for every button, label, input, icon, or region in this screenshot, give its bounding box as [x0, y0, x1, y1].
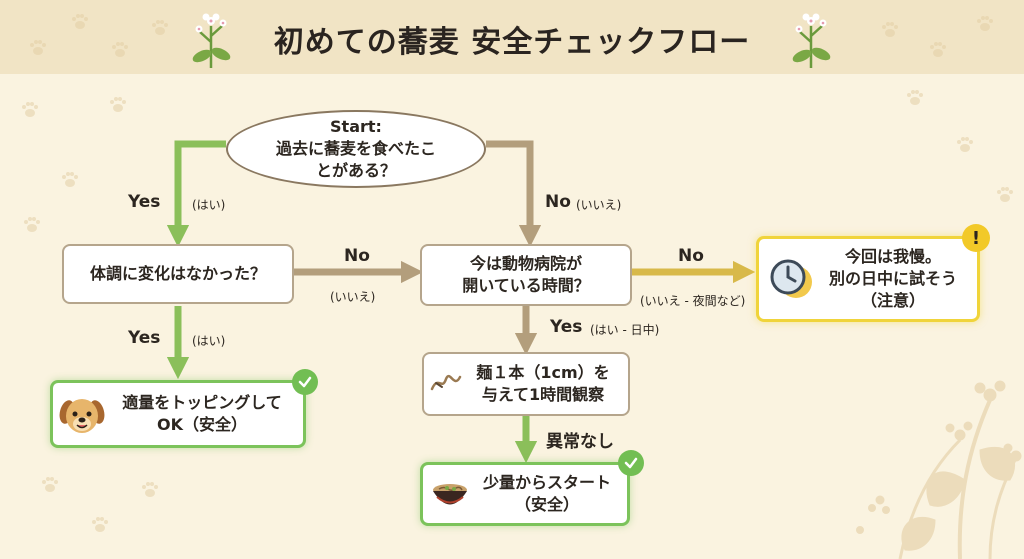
start-small-result-text: 少量からスタート [482, 473, 611, 492]
paw-print-icon [92, 517, 108, 532]
paw-print-icon [72, 14, 88, 29]
paw-print-icon [42, 477, 58, 492]
buckwheat-sprig-icon [792, 13, 831, 68]
no-sublabel: (いいえ) [576, 198, 622, 212]
test-node: 麺１本（1cm）を 与えて1時間観察 [422, 352, 630, 416]
paw-print-icon [957, 137, 973, 152]
paw-print-icon [112, 42, 128, 57]
dog-face-icon [59, 399, 105, 433]
paw-print-icon [22, 102, 38, 117]
topping-result-text: 適量をトッピングして [122, 393, 282, 412]
yes-connector [166, 140, 226, 248]
paw-print-icon [907, 90, 923, 105]
noodle-strand-icon [430, 374, 462, 391]
start-node-label: Start: [330, 117, 382, 136]
start-small-result-text: （安全） [514, 495, 579, 514]
soba-bowl-icon [433, 484, 467, 505]
paw-print-icon [62, 172, 78, 187]
condition-node: 体調に変化はなかった？ [62, 244, 294, 304]
yes-sublabel: (はい) [192, 334, 226, 348]
wait-node-text: 今回は我慢。 [844, 247, 941, 266]
paw-print-icon [142, 482, 158, 497]
condition-node-text: 体調に変化はなかった？ [89, 264, 266, 283]
test-node-text: 与えて1時間観察 [481, 385, 605, 404]
start-node: Start: 過去に蕎麦を食べたこ とがある？ [226, 110, 486, 188]
paw-print-icon [110, 97, 126, 112]
header-banner [0, 0, 1024, 74]
no-connector [486, 140, 542, 248]
paw-print-icon [930, 42, 946, 57]
topping-result-text: OK（安全） [156, 415, 247, 434]
buckwheat-sprig-icon [856, 380, 1022, 559]
test-node-text: 麺１本（1cm）を [476, 363, 610, 382]
hospital-node-text: 今は動物病院が [469, 254, 582, 273]
no-label: No [678, 246, 704, 266]
check-icon [292, 369, 318, 395]
yes-label: Yes [550, 317, 583, 337]
paw-print-icon [152, 20, 168, 35]
page-title: 初めての蕎麦 安全チェックフロー [273, 25, 751, 60]
no-sublabel: (いいえ - 夜間など) [640, 294, 746, 308]
paw-print-icon [24, 217, 40, 232]
yes-label: Yes [128, 328, 161, 348]
no-sublabel: (いいえ) [330, 290, 376, 304]
yes-sublabel: (はい) [192, 198, 226, 212]
no-label: No [545, 192, 571, 212]
topping-result-node: 適量をトッピングして OK（安全） [50, 380, 306, 448]
yes-label: Yes [128, 192, 161, 212]
start-node-question: とがある？ [315, 161, 396, 180]
buckwheat-sprig-icon [192, 13, 231, 68]
paw-print-icon [882, 22, 898, 37]
hospital-node: 今は動物病院が 開いている時間？ [420, 244, 632, 306]
paw-print-icon [30, 40, 46, 55]
check-icon [618, 450, 644, 476]
paw-print-icon [977, 16, 993, 31]
wait-node-text: 別の日中に試そう [828, 269, 957, 288]
no-label: No [344, 246, 370, 266]
exclamation-icon: ! [962, 224, 990, 252]
normal-label: 異常なし [546, 432, 614, 452]
wait-node-text: （注意） [860, 291, 925, 310]
clock-icon [770, 259, 812, 298]
paw-print-icon [997, 187, 1013, 202]
hospital-node-text: 開いている時間？ [462, 276, 590, 295]
start-node-question: 過去に蕎麦を食べたこ [275, 139, 436, 158]
yes-sublabel: (はい - 日中) [590, 323, 660, 337]
